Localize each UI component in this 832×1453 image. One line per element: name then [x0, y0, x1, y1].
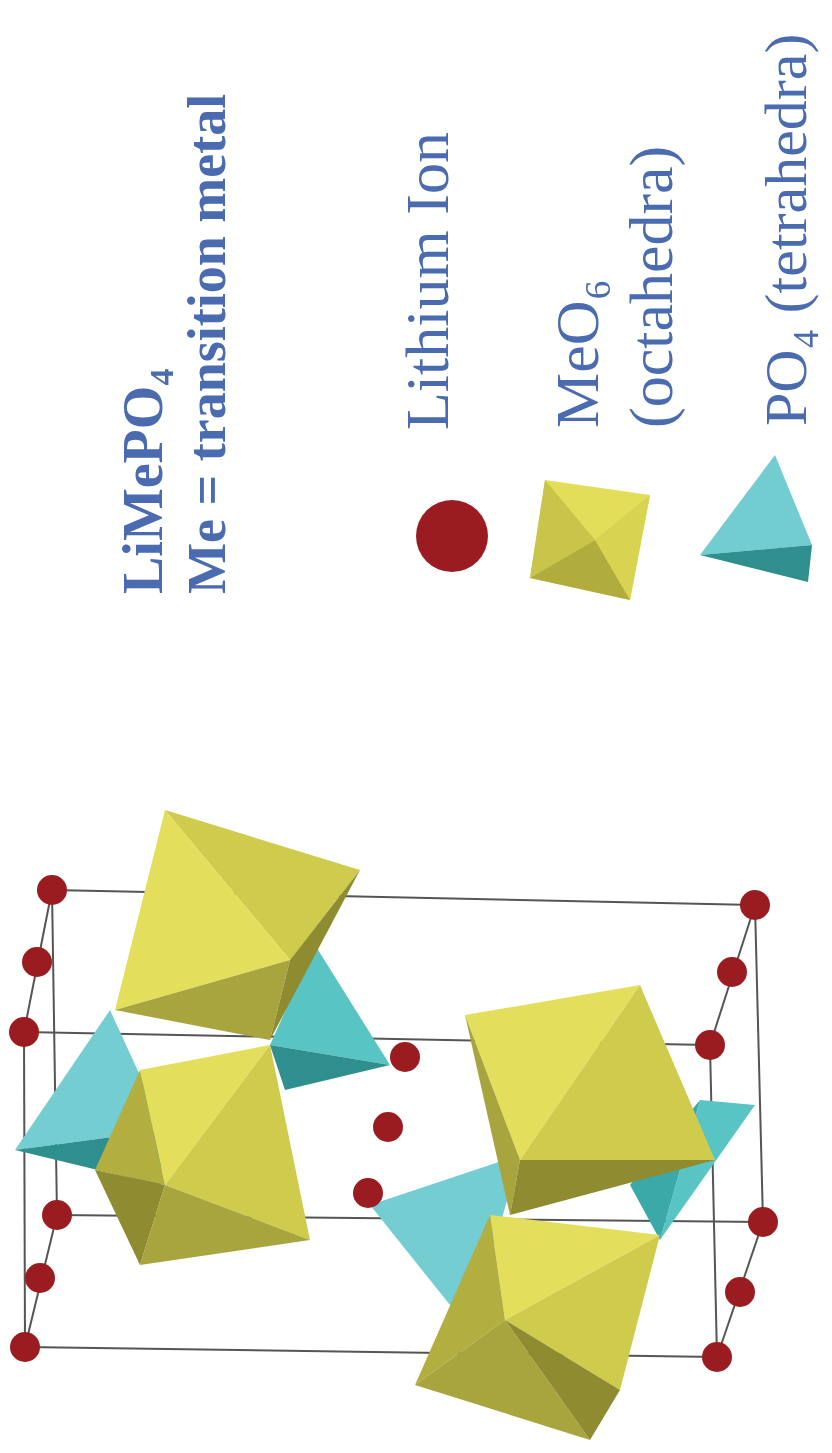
legend-swatch	[416, 500, 488, 572]
lithium-ions	[9, 875, 778, 1372]
legend-text: PO₄ (tetrahedra)	[756, 34, 816, 426]
note-label: Me = transition metal	[180, 94, 234, 594]
octahedron-legend-symbol	[530, 480, 650, 600]
legend-text: Lithium Ion	[396, 132, 458, 430]
formula-title: LiMePO₄	[115, 369, 171, 594]
tetrahedron-legend-symbol	[700, 455, 812, 582]
meo6-octahedra	[95, 810, 715, 1440]
legend-text: MeO₆ (octahedra)	[540, 128, 689, 428]
